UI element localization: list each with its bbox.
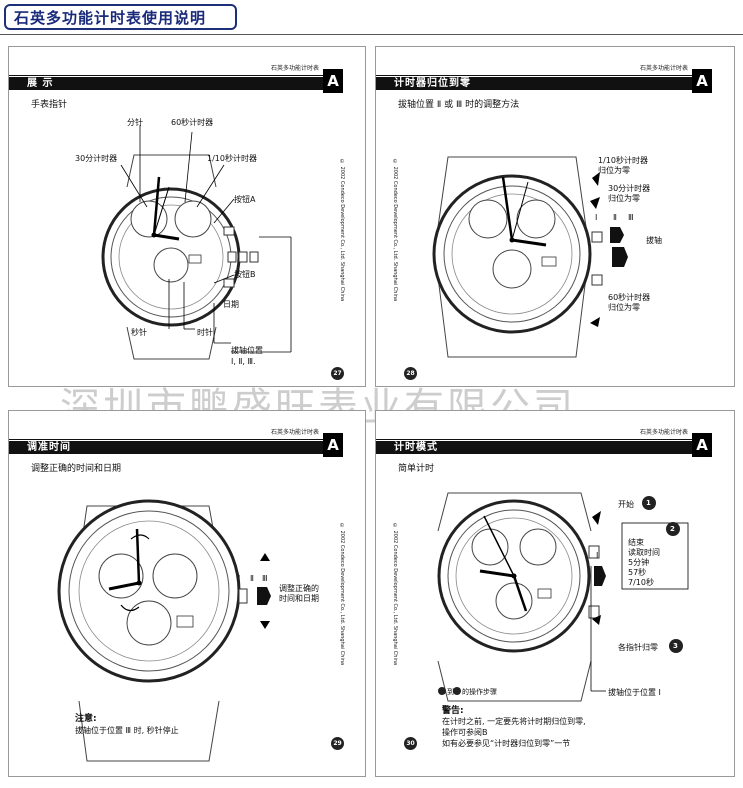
page-number: 27 [331,367,344,380]
vertical-copyright: © 2002 Condeco Development Co., Ltd. Sha… [339,523,345,666]
section-badge: A [323,69,343,93]
section-subtitle: 简单计时 [398,464,435,474]
page-title: 石英多功能计时表使用说明 [4,4,237,30]
end-box-line-2: 读取时间 [628,548,660,557]
bar-rule [376,439,692,440]
header-small: 石英多功能计时表 [270,429,319,436]
watch-diagram [57,499,271,762]
steps-label: 的操作步骤 [462,688,497,696]
end-box-line-5: 7/10秒 [628,578,654,587]
end-box-line-4: 57秒 [628,568,647,577]
section-badge: A [692,69,712,93]
label-start: 开始 [618,500,634,509]
panel-chrono-mode: 石英多功能计时表 计时模式 A 简单计时 开始 1 2 3 结束 读取时间 5分 [375,410,735,777]
label-adjust-1: 调整正确的 [279,584,319,593]
watch-diagram [437,492,689,702]
step-1-number: 1 [646,499,651,507]
section-subtitle: 拔轴位置 Ⅱ 或 Ⅲ 时的调整方法 [398,100,520,110]
page-number: 30 [404,737,417,750]
warning-title: 警告: [442,706,464,716]
label-pos2: Ⅱ [250,574,254,583]
label-crown: 拔轴 [646,236,662,245]
label-min30-reset-1: 30分计时器 [608,184,651,193]
panel-display: 石英多功能计时表 展 示 A 手表指针 [8,46,366,387]
label-sec60: 60秒计时器 [171,118,214,127]
step-2-marker [666,522,680,536]
label-pos2: Ⅱ [613,213,617,222]
label-second-hand: 秒针 [131,328,147,337]
panel-reset-zero: 石英多功能计时表 计时器归位到零 A 拔轴位置 Ⅱ 或 Ⅲ 时的调整方法 1/1… [375,46,735,387]
bar-rule [9,439,323,440]
section-bar: 计时模式 [376,441,692,454]
bar-rule [376,75,692,76]
label-adjust-2: 时间和日期 [279,594,319,603]
label-date: 日期 [223,300,239,309]
steps-to: 到 [447,688,454,696]
label-pos1: Ⅰ [238,574,241,583]
section-bar: 调准时间 [9,441,323,454]
watch-diagram [432,156,628,358]
label-button-b: 按钮B [234,270,256,279]
note-title: 注意: [75,714,97,724]
note-text: 拔轴位于位置 Ⅲ 时, 秒针停止 [75,726,179,735]
header-small: 石英多功能计时表 [639,429,688,436]
header-small: 石英多功能计时表 [639,65,688,72]
label-sec60-reset-2: 归位为零 [608,303,640,312]
watch-diagram [101,125,292,360]
section-bar: 展 示 [9,77,323,90]
step-1-marker [642,496,656,510]
label-sec60-reset-1: 60秒计时器 [608,293,651,302]
label-crown-pos-values: Ⅰ, Ⅱ, Ⅲ. [231,357,256,366]
vertical-copyright: © 2002 Condeco Development Co., Ltd. Sha… [339,159,345,302]
label-min30: 30分计时器 [75,154,118,163]
warning-line-2: 操作可参阅B [442,728,488,737]
vertical-copyright: © 2002 Condeco Development Co., Ltd. Sha… [392,159,398,302]
section-bar: 计时器归位到零 [376,77,692,90]
label-tenth-reset-1: 1/10秒计时器 [598,156,648,165]
end-box-line-3: 5分钟 [628,558,650,567]
section-subtitle: 调整正确的时间和日期 [31,464,122,474]
label-pos1: Ⅰ [596,551,599,560]
warning-line-1: 在计时之前, 一定要先将计时期归位到零, [442,717,586,726]
label-hour-hand: 时针 [197,328,213,337]
page-number: 29 [331,737,344,750]
bar-rule [9,75,323,76]
page-number: 28 [404,367,417,380]
label-tenth: 1/10秒计时器 [207,154,257,163]
warning-line-3: 如有必要参见“计时器归位到零”一节 [442,739,571,748]
header-small: 石英多功能计时表 [270,65,319,72]
vertical-copyright: © 2002 Condeco Development Co., Ltd. Sha… [392,523,398,666]
header-divider [0,34,743,35]
label-minute-hand: 分针 [127,118,143,127]
label-crown-pos1: 拔轴位于位置 Ⅰ [608,688,661,697]
section-badge: A [692,433,712,457]
label-crown-pos: 拔轴位置 [231,346,263,355]
section-badge: A [323,433,343,457]
label-pos1: Ⅰ [595,213,598,222]
panel-set-time: 石英多功能计时表 调准时间 A 调整正确的时间和日期 Ⅰ Ⅱ Ⅲ 调整正确的 时… [8,410,366,777]
step-3-number: 3 [673,642,678,650]
label-pos3: Ⅲ [262,574,268,583]
label-min30-reset-2: 归位为零 [608,194,640,203]
step-3-marker [669,639,683,653]
end-box-line-1: 结束 [628,538,644,547]
label-pos3: Ⅲ [628,213,634,222]
label-reset: 各指针归零 [618,643,658,652]
label-button-a: 按钮A [234,195,256,204]
label-tenth-reset-2: 归位为零 [598,166,630,175]
section-subtitle: 手表指针 [31,100,68,110]
step-2-number: 2 [670,525,675,533]
